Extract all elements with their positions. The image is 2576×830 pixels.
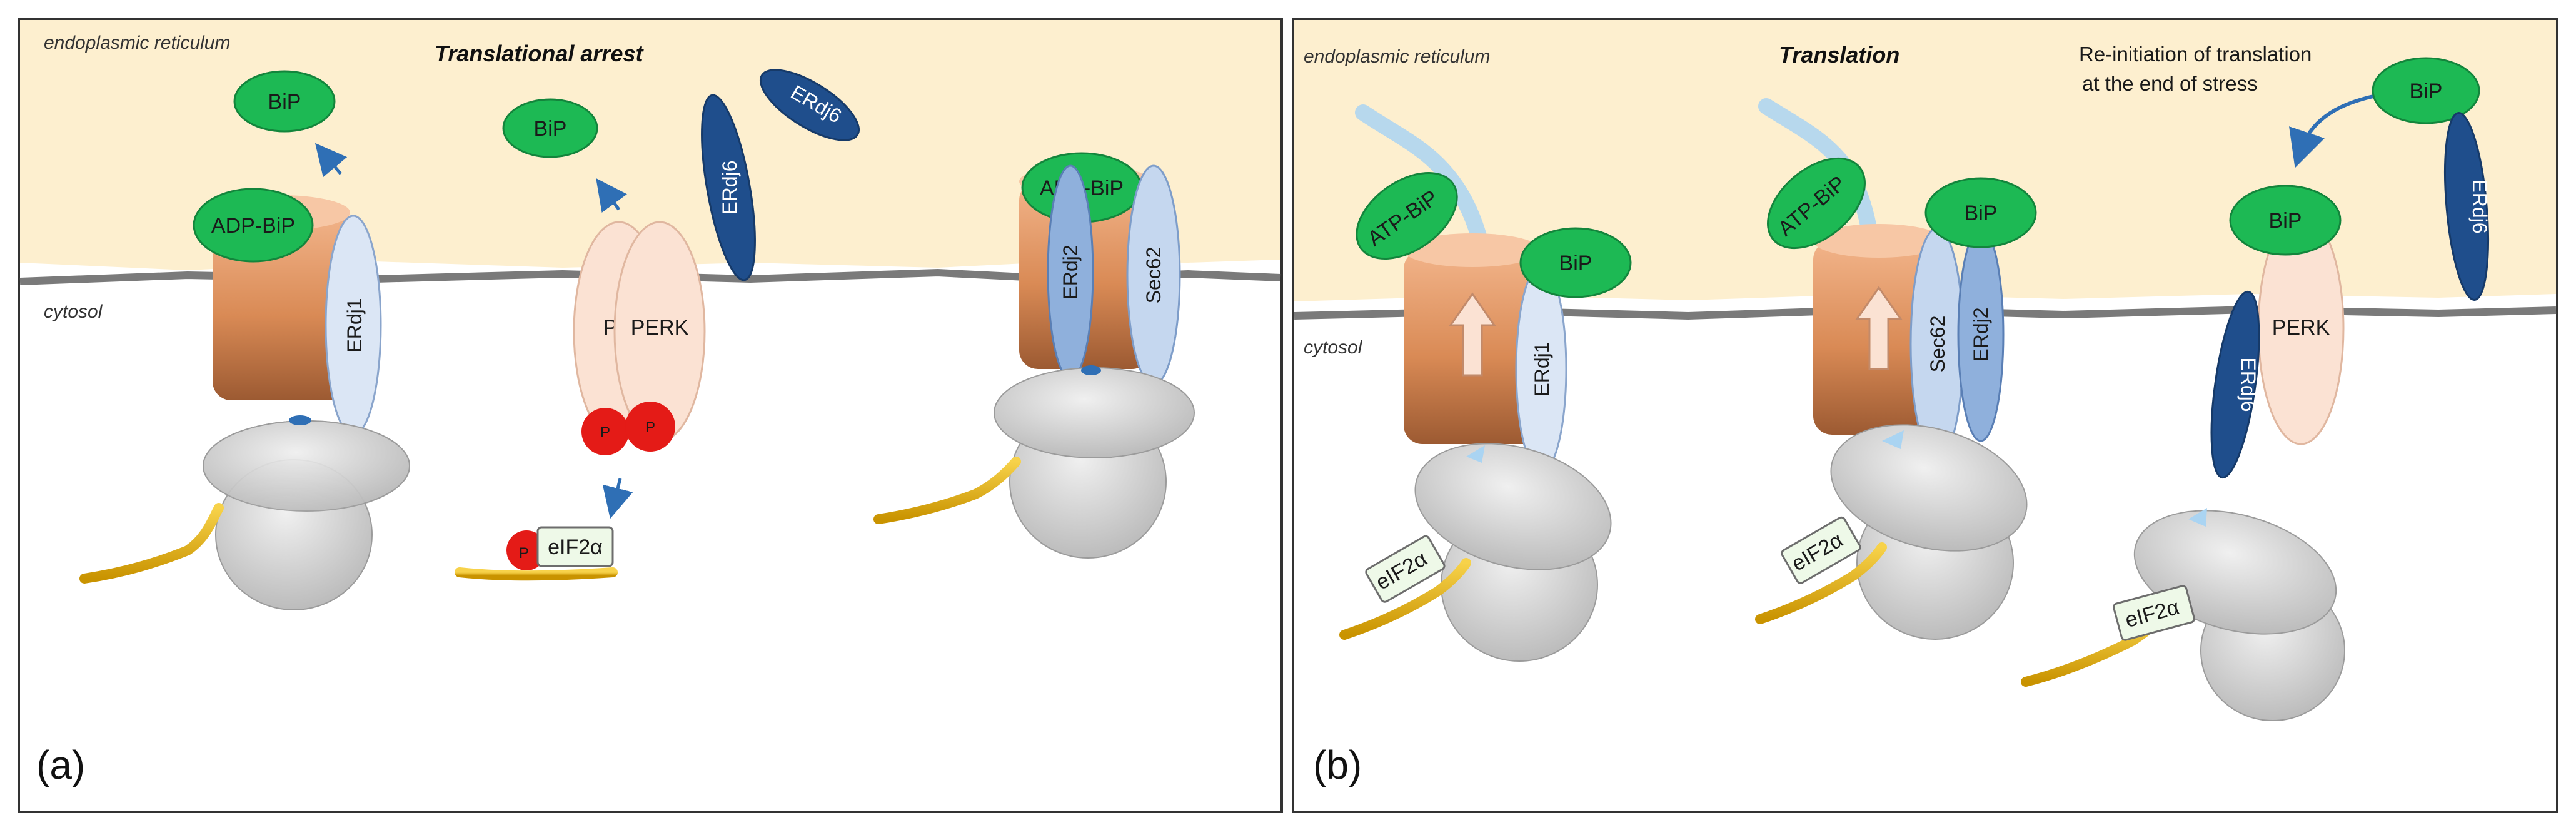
- perk-right-label: PERK: [631, 316, 689, 340]
- panel-a-letter: (a): [36, 742, 85, 787]
- b-bip-1: [1519, 227, 1632, 298]
- panel-b-letter: (b): [1313, 742, 1362, 787]
- b-nascent-cone-1: [1466, 445, 1485, 463]
- b-complex-sec62-erdj2: ATP-BiP Sec62 ERdj2 BiP eIF2α: [1755, 98, 2037, 640]
- perk-release-arrow: [596, 178, 627, 213]
- panel-b: endoplasmic reticulum cytosol Translatio…: [1292, 18, 2558, 813]
- phospho-perk-2-label: P: [645, 419, 655, 436]
- bip-released: [233, 70, 336, 133]
- b-mrna-1: [1339, 558, 1471, 640]
- mrna-strand-3: [873, 457, 1021, 524]
- b-sec61-channel-1-top: [1404, 233, 1541, 267]
- b-eif2a-3-box: [2113, 585, 2195, 641]
- phospho-eif2a: [506, 530, 546, 570]
- b-sec62-label: Sec62: [1926, 316, 1949, 373]
- b-mrna-2: [1755, 542, 1887, 624]
- b-erdj6-2-label: ERdj6: [2237, 357, 2260, 412]
- note-line-2: at the end of stress: [2082, 72, 2258, 95]
- translocation-arrow-2: [1855, 286, 1903, 370]
- nascent-chain-dot-2: [1081, 365, 1101, 375]
- heading-translation: Translation: [1779, 42, 1899, 68]
- bip-released-label: BiP: [268, 90, 301, 114]
- phospho-eif2a-label: P: [519, 545, 529, 562]
- region-er-label-b: endoplasmic reticulum: [1304, 46, 1490, 67]
- b-ribosome-2-large: [1830, 424, 2028, 552]
- ribosome-2-large: [994, 367, 1195, 458]
- b-erdj6-2: [2210, 290, 2260, 479]
- erdj6-free: [759, 69, 860, 141]
- b-erdj1-label: ERdj1: [1531, 342, 1553, 396]
- erdj2-label: ERdj2: [1059, 245, 1082, 299]
- phospho-perk-1-label: P: [600, 424, 610, 441]
- erdj6-membrane-label: ERdj6: [718, 160, 741, 215]
- b-atp-bip-1: [1356, 171, 1458, 260]
- region-cytosol-label-a: cytosol: [44, 301, 103, 322]
- b-bip-3-label: BiP: [2410, 79, 2443, 103]
- b-erdj6-1: [2444, 112, 2489, 301]
- b-bip-4-label: BiP: [2269, 209, 2302, 233]
- b-sec61-channel-2-top: [1813, 224, 1945, 258]
- perk-dimer: BiP PE PERK P P: [502, 98, 706, 519]
- region-er-label-a: endoplasmic reticulum: [44, 33, 230, 53]
- b-bip-1-label: BiP: [1559, 251, 1592, 275]
- b-bip-2-label: BiP: [1965, 201, 1998, 225]
- phosphorylation-arrow: [602, 478, 633, 519]
- eif2a-label: eIF2α: [548, 535, 603, 559]
- erdj6-membrane: [701, 94, 756, 281]
- b-bip-4: [2229, 185, 2342, 256]
- translocation-arrow-1: [1449, 292, 1496, 377]
- panel-a: endoplasmic reticulum cytosol Translatio…: [18, 18, 1283, 813]
- eif2a-phosphorylated: P eIF2α: [455, 526, 618, 581]
- b-bip-3: [2372, 57, 2480, 124]
- mrna-strand: [79, 503, 224, 584]
- note-line-1: Re-initiation of translation: [2079, 43, 2312, 66]
- b-nascent-cone-2: [1882, 430, 1904, 449]
- bip-free-perk-label: BiP: [534, 117, 567, 141]
- heading-translational-arrest: Translational arrest: [435, 41, 644, 66]
- phospho-perk-1: [581, 408, 629, 455]
- adp-bip: [193, 188, 314, 263]
- release-arrow: [314, 143, 348, 178]
- b-perk-label: PERK: [2272, 316, 2330, 340]
- b-perk-reinitiation: BiP ERdj6 PERK BiP ERdj6 eIF2α: [2021, 57, 2491, 721]
- mrna-strand-2: [455, 567, 618, 581]
- complex-erdj1: ERdj1 ADP-BiP BiP: [79, 70, 410, 610]
- ribosome-large-front: [203, 420, 410, 512]
- phospho-perk-2: [625, 402, 675, 452]
- b-eif2a-2-box: [1781, 516, 1861, 584]
- b-ribosome-1-large: [1414, 443, 1612, 570]
- adp-bip-label: ADP-BiP: [211, 214, 295, 238]
- nascent-chain-dot: [289, 415, 311, 425]
- b-bip-2: [1924, 177, 2037, 248]
- sec62-label: Sec62: [1142, 247, 1165, 304]
- b-erdj2-label: ERdj2: [1970, 307, 1992, 362]
- b-nascent-cone-3: [2188, 508, 2207, 527]
- region-cytosol-label-b: cytosol: [1304, 337, 1363, 358]
- nascent-chain-b1: [1355, 104, 1490, 258]
- erdj1-label: ERdj1: [343, 298, 366, 352]
- eif2a-box: [536, 526, 614, 567]
- b-eif2a-1-box: [1365, 535, 1446, 603]
- b-complex-erdj1: ATP-BiP ERdj1 BiP eIF2α: [1339, 104, 1632, 662]
- b-erdj6-1-label: ERdj6: [2468, 179, 2491, 233]
- complex-erdj2-sec62: ADP-BiP ERdj2 Sec62: [873, 152, 1195, 559]
- b-atp-bip-2: [1767, 157, 1866, 250]
- bip-free-perk: [502, 98, 598, 158]
